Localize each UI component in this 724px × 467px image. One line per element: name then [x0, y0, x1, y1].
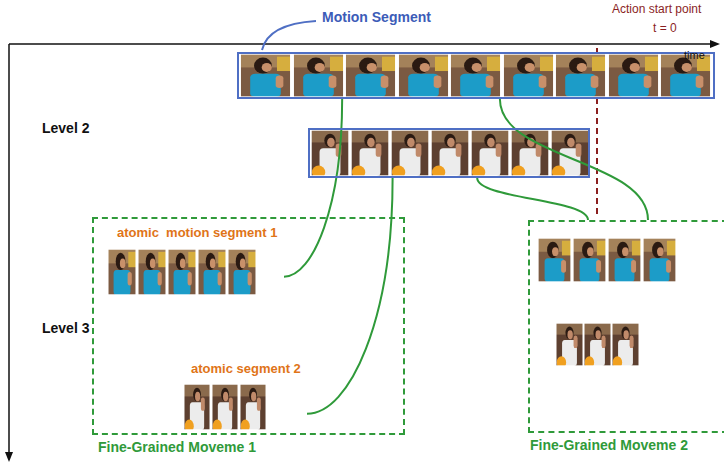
video-frame [391, 130, 429, 179]
motion-segment-box [308, 128, 590, 178]
time-axis [9, 43, 712, 45]
moveme-group: Fine-Grained Moveme 1atomic motion segme… [92, 217, 405, 435]
segment-title: atomic segment 2 [191, 362, 301, 377]
video-frame [168, 249, 196, 295]
video-frame [293, 54, 344, 97]
video-frame [538, 238, 571, 282]
video-frame [212, 384, 238, 433]
level-label: Level 3 [42, 320, 89, 336]
video-frame [240, 384, 266, 433]
video-frame [240, 54, 291, 97]
annotation: Action start point [612, 3, 701, 17]
video-frame [511, 130, 549, 179]
video-frame [228, 249, 256, 295]
video-frame [608, 54, 659, 97]
video-frame [608, 238, 641, 282]
video-frame [345, 54, 396, 97]
axis-label: time [684, 49, 705, 62]
axis-arrowhead [5, 452, 13, 462]
motion-segment-box: Motion Segment [237, 52, 715, 99]
video-frame [573, 238, 606, 282]
video-frame [551, 130, 589, 179]
video-frame [612, 323, 639, 369]
level-label: Level 2 [42, 120, 89, 136]
video-frame [503, 54, 554, 97]
link-curve [307, 178, 393, 414]
video-frame [351, 130, 389, 179]
video-frame [555, 54, 606, 97]
video-frame [184, 384, 210, 433]
group-title: Fine-Grained Moveme 1 [98, 439, 256, 455]
callout-title: Motion Segment [322, 9, 431, 25]
video-frame [471, 130, 509, 179]
callout-leader [262, 21, 316, 50]
atomic-segment: atomic motion segment 1 [107, 226, 284, 304]
video-frame [643, 238, 676, 282]
axis-arrowhead [710, 40, 720, 48]
video-frame [138, 249, 166, 295]
video-frame [108, 249, 136, 295]
link-curve [477, 178, 588, 220]
link-curve [500, 99, 648, 220]
annotation: t = 0 [653, 22, 677, 36]
video-frame [398, 54, 449, 97]
video-frame [198, 249, 226, 295]
video-frame [584, 323, 611, 369]
atomic-segment: atomic segment 2 [185, 362, 307, 436]
moveme-group: Fine-Grained Moveme 2 [528, 220, 724, 433]
segment-title: atomic motion segment 1 [117, 226, 277, 241]
group-title: Fine-Grained Moveme 2 [530, 437, 688, 453]
video-frame [311, 130, 349, 179]
video-frame [556, 323, 583, 369]
video-frame [450, 54, 501, 97]
link-curve [284, 99, 342, 277]
video-frame [431, 130, 469, 179]
level-axis [8, 44, 10, 454]
